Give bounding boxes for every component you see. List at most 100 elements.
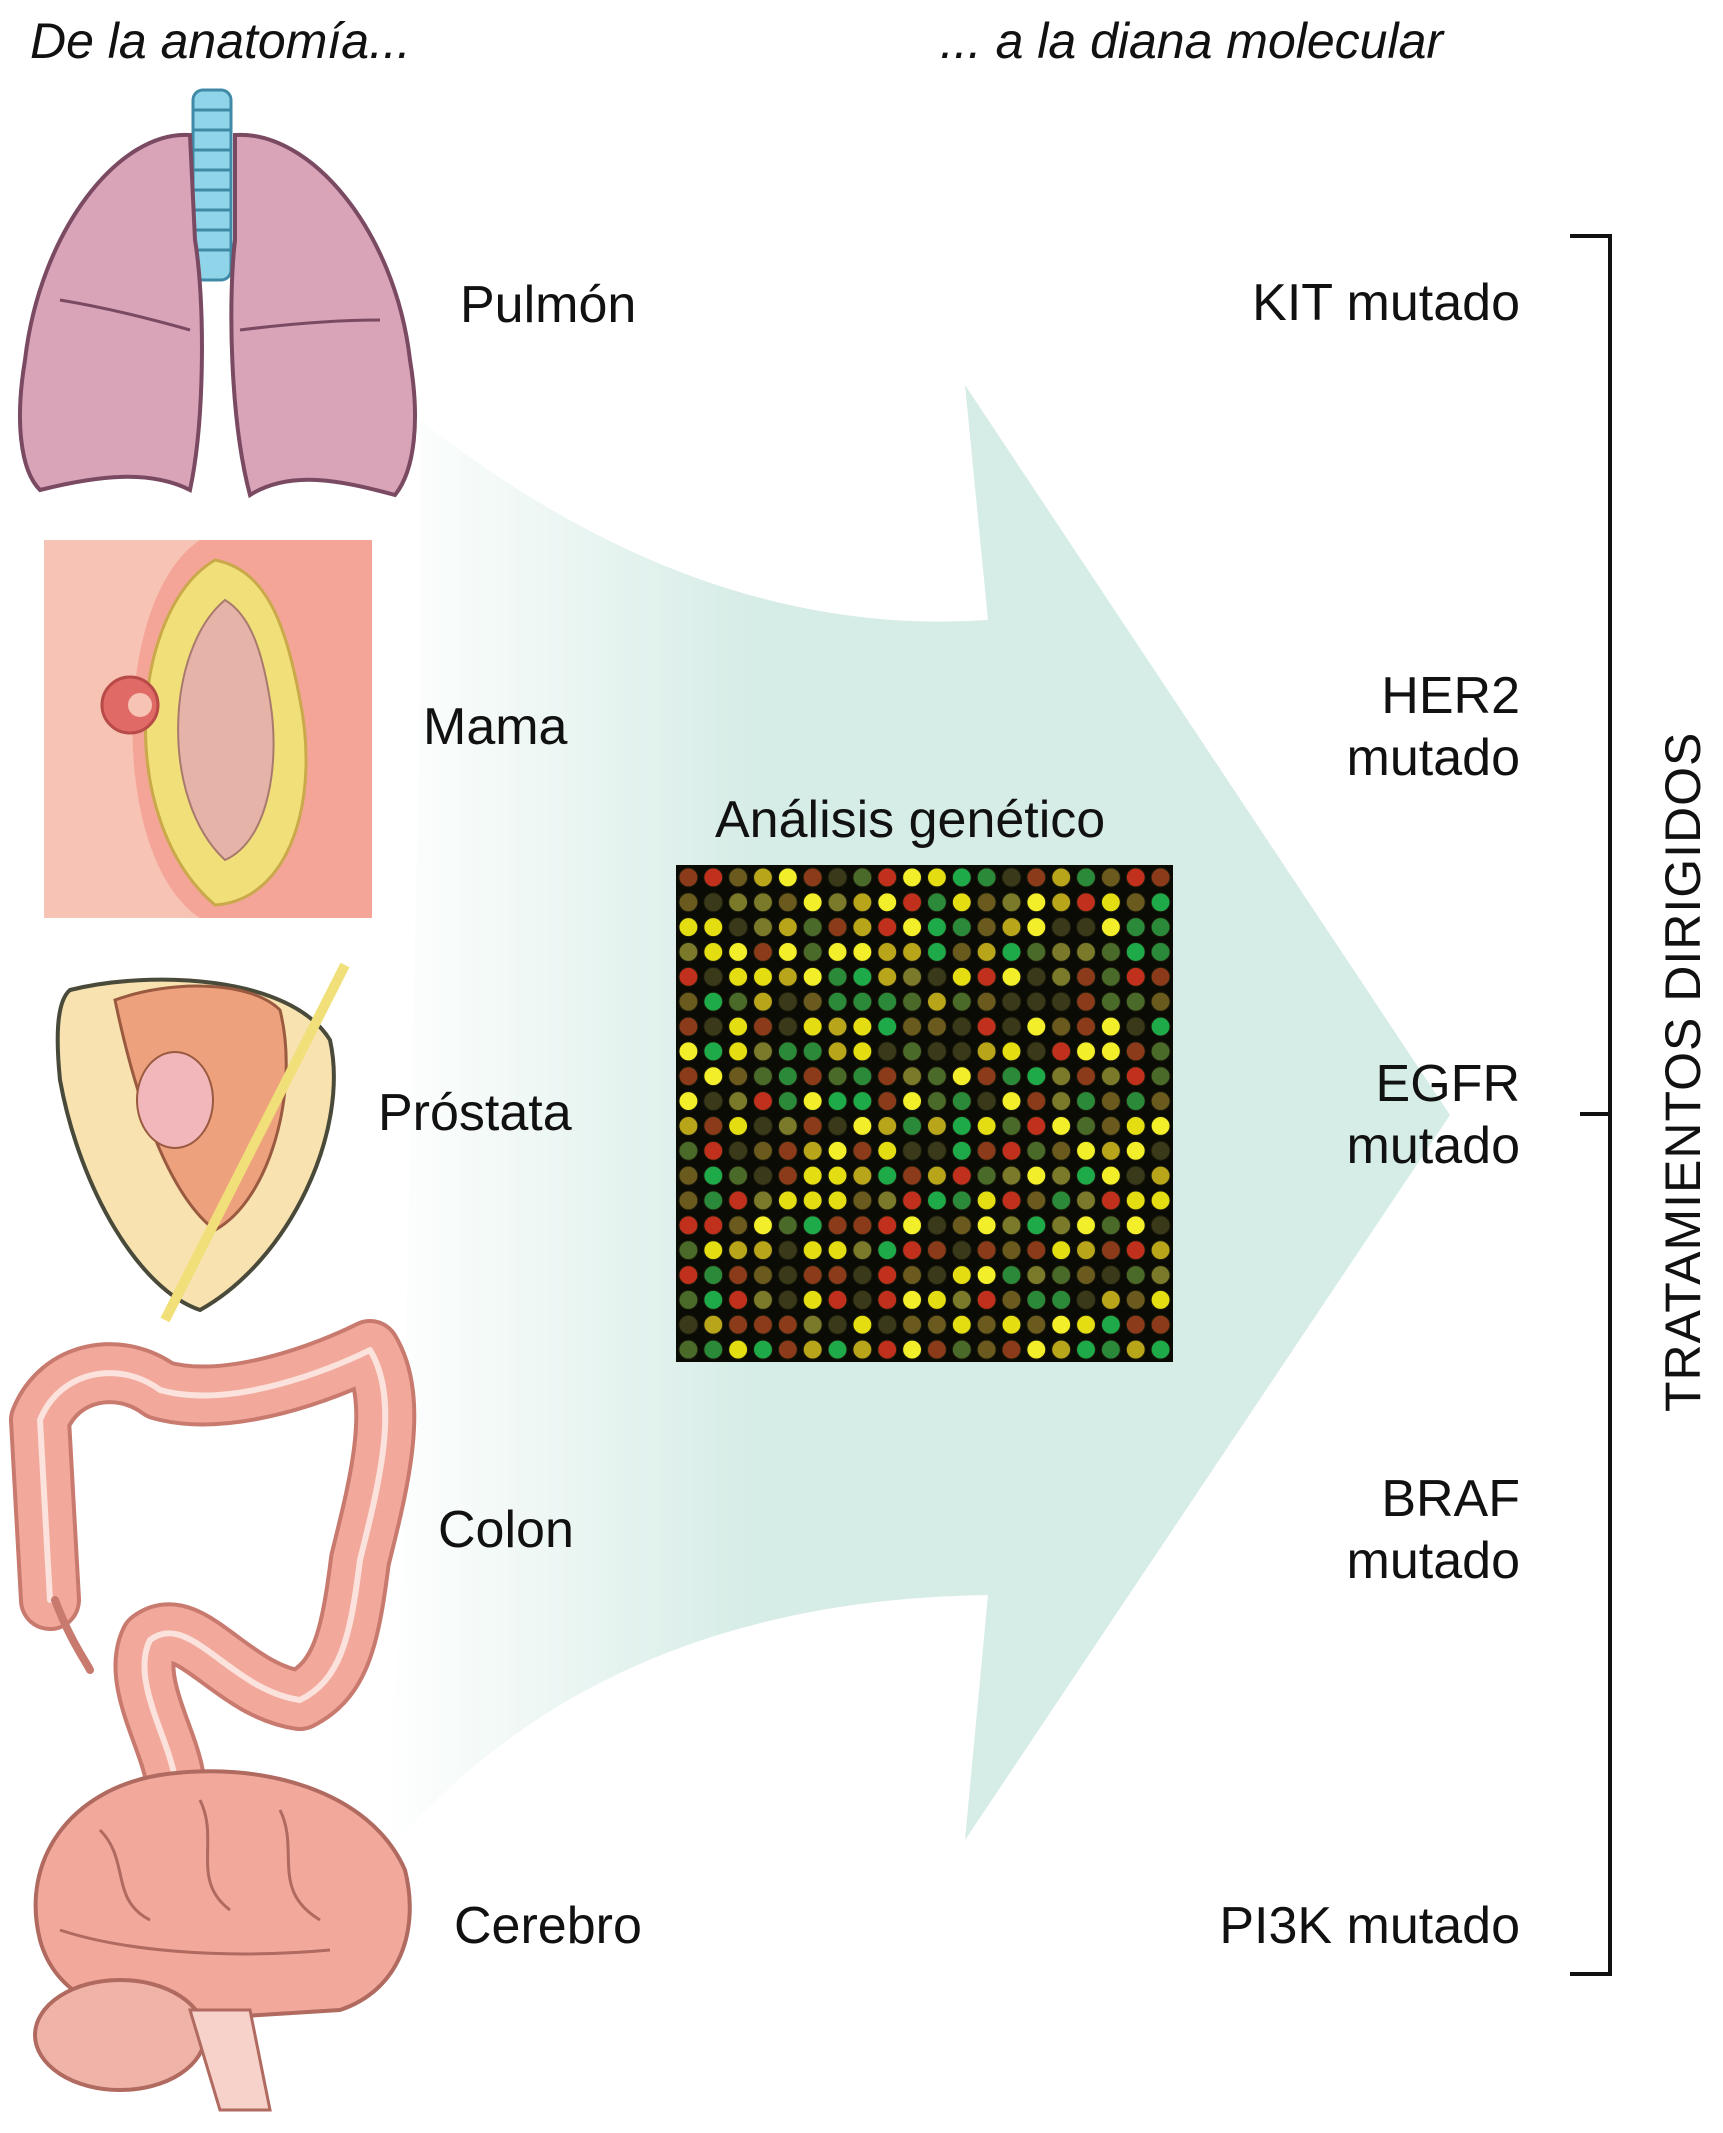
microarray-spot xyxy=(728,991,749,1012)
microarray-spot xyxy=(1100,917,1121,938)
microarray-spot xyxy=(827,1314,848,1335)
microarray-spot xyxy=(728,867,749,888)
microarray-spot xyxy=(951,966,972,987)
microarray-spot xyxy=(902,892,923,913)
microarray-spot xyxy=(678,1140,699,1161)
microarray-spot xyxy=(1076,1091,1096,1112)
microarray-spot xyxy=(1076,1314,1096,1335)
microarray-spot xyxy=(1150,1190,1171,1211)
microarray-spot xyxy=(802,1041,823,1062)
microarray-spot xyxy=(1051,867,1072,888)
microarray-spot xyxy=(802,1289,823,1310)
microarray-spot xyxy=(703,1091,724,1112)
breast-icon xyxy=(44,540,372,918)
microarray-spot xyxy=(678,991,699,1012)
microarray-spot xyxy=(802,1215,823,1236)
microarray-spot xyxy=(1100,1240,1121,1261)
microarray-spot xyxy=(802,1265,823,1285)
microarray-spot xyxy=(926,917,947,938)
microarray-spot xyxy=(703,1265,724,1285)
microarray-spot xyxy=(728,1091,749,1112)
microarray-spot xyxy=(951,1240,972,1261)
microarray-spot xyxy=(926,1016,947,1037)
microarray-spot xyxy=(902,1165,923,1186)
microarray-spot xyxy=(1125,1091,1146,1112)
microarray-spot xyxy=(877,991,898,1012)
microarray-spot xyxy=(1051,1314,1072,1335)
microarray-spot xyxy=(753,991,773,1012)
microarray-spot xyxy=(1100,966,1121,987)
microarray-spot xyxy=(852,966,873,987)
microarray-spot xyxy=(852,1066,873,1087)
microarray-spot xyxy=(1150,1091,1171,1112)
microarray-spot xyxy=(1076,1240,1096,1261)
microarray-spot xyxy=(753,1265,773,1285)
dna-microarray-icon xyxy=(676,865,1173,1362)
microarray-spot xyxy=(976,1016,997,1037)
microarray-spot xyxy=(1150,942,1171,962)
microarray-spot xyxy=(1076,1165,1096,1186)
microarray-spot xyxy=(1100,1041,1121,1062)
microarray-spot xyxy=(703,917,724,938)
microarray-spot xyxy=(951,867,972,888)
microarray-spot xyxy=(753,1339,773,1360)
microarray-spot xyxy=(902,1016,923,1037)
microarray-spot xyxy=(1150,1265,1171,1285)
microarray-spot xyxy=(1051,1339,1072,1360)
microarray-spot xyxy=(877,1140,898,1161)
microarray-spot xyxy=(1026,1140,1047,1161)
microarray-spot xyxy=(678,1339,699,1360)
bracket xyxy=(1570,234,1612,1976)
microarray-spot xyxy=(877,1240,898,1261)
microarray-spot xyxy=(852,991,873,1012)
microarray-spot xyxy=(976,892,997,913)
microarray-spot xyxy=(1125,966,1146,987)
microarray-spot xyxy=(877,867,898,888)
microarray-spot xyxy=(728,1240,749,1261)
microarray-spot xyxy=(951,892,972,913)
microarray-spot xyxy=(728,1215,749,1236)
microarray-spot xyxy=(902,1041,923,1062)
microarray-spot xyxy=(1026,1041,1047,1062)
brain-icon xyxy=(33,1769,412,2112)
microarray-spot xyxy=(1001,1140,1022,1161)
microarray-spot xyxy=(926,1265,947,1285)
microarray-spot xyxy=(1026,991,1047,1012)
microarray-spot xyxy=(1125,1066,1146,1087)
microarray-spot xyxy=(1051,917,1072,938)
microarray-spot xyxy=(1051,1289,1072,1310)
microarray-spot xyxy=(951,1314,972,1335)
microarray-spot xyxy=(1150,1289,1171,1310)
microarray-spot xyxy=(1125,991,1146,1012)
microarray-spot xyxy=(926,1066,947,1087)
microarray-spot xyxy=(728,1016,749,1037)
microarray-spot xyxy=(777,1215,798,1236)
microarray-spot xyxy=(728,1066,749,1087)
organ-label-cerebro: Cerebro xyxy=(454,1897,642,1955)
microarray-spot xyxy=(976,1165,997,1186)
microarray-spot xyxy=(1076,991,1096,1012)
microarray-spot xyxy=(1026,1115,1047,1136)
microarray-spot xyxy=(1051,892,1072,913)
microarray-spot xyxy=(703,1115,724,1136)
microarray-spot xyxy=(1001,1066,1022,1087)
microarray-spot xyxy=(1100,1339,1121,1360)
microarray-spot xyxy=(852,867,873,888)
microarray-spot xyxy=(902,1339,923,1360)
microarray-spot xyxy=(852,1339,873,1360)
microarray-spot xyxy=(1150,1215,1171,1236)
microarray-spot xyxy=(728,966,749,987)
microarray-spot xyxy=(1026,867,1047,888)
microarray-spot xyxy=(951,1115,972,1136)
microarray-spot xyxy=(1001,867,1022,888)
microarray-spot xyxy=(777,892,798,913)
microarray-spot xyxy=(902,1289,923,1310)
microarray-spot xyxy=(1001,1265,1022,1285)
microarray-spot xyxy=(827,1339,848,1360)
microarray-spot xyxy=(1076,867,1096,888)
microarray-spot xyxy=(902,1066,923,1087)
microarray-spot xyxy=(1076,966,1096,987)
microarray-spot xyxy=(926,1041,947,1062)
microarray-spot xyxy=(902,1215,923,1236)
microarray-spot xyxy=(728,1140,749,1161)
